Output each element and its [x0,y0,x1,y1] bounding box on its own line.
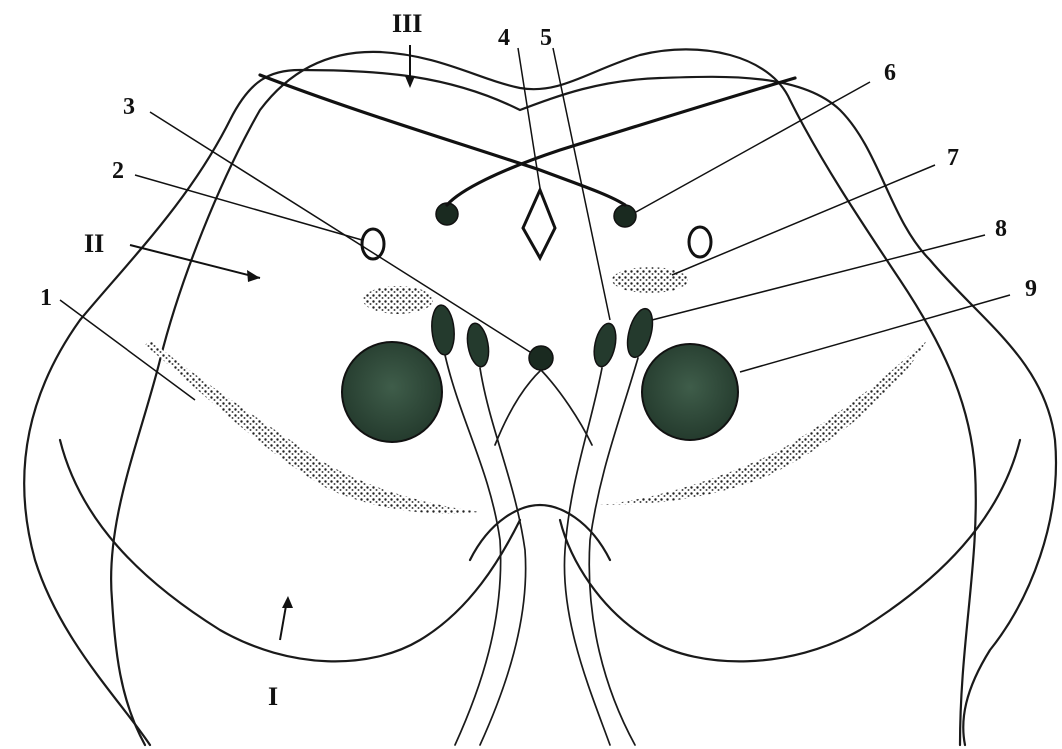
stippled-nucleus-left [363,286,433,314]
solid-nucleus-right [614,205,636,227]
arrow-I [280,596,293,640]
leader-6 [636,82,870,212]
hollow-nucleus-left [362,229,384,259]
label-9: 9 [1025,276,1037,302]
leader-1 [60,300,195,400]
fibre-left-outer [445,355,501,745]
label-5: 5 [540,25,552,51]
fibre-left-inner [480,368,526,745]
fibre-midline-right [541,370,592,445]
red-nucleus-left [342,342,442,442]
fibre-right-outer [589,358,638,745]
label-4: 4 [498,25,510,51]
fibre-midline-left [495,370,541,445]
oval-nucleus-left-outer [430,304,456,356]
oval-nucleus-right-inner [591,321,620,368]
label-roman-II: II [84,229,104,258]
label-2: 2 [112,158,124,184]
label-8: 8 [995,216,1007,242]
midline-nucleus [529,346,553,370]
label-3: 3 [123,94,135,120]
substantia-nigra-right [600,335,930,505]
fibre-right-inner [564,368,610,745]
basis-right-contour [560,440,1020,661]
leader-9 [740,295,1010,372]
oval-nucleus-right-outer [623,306,657,360]
label-6: 6 [884,60,896,86]
crossing-tract-left [260,75,625,205]
hollow-nucleus-right [689,227,711,257]
cerebral-aqueduct [523,190,555,258]
arrow-III [405,45,415,88]
label-7: 7 [947,145,959,171]
basis-left-contour [60,440,520,661]
oval-nucleus-left-inner [464,322,491,369]
label-roman-III: III [392,9,422,38]
label-roman-I: I [268,682,278,711]
red-nucleus-right [642,344,738,440]
crossing-tract-right [447,78,795,205]
leader-2 [135,175,362,240]
label-1: 1 [40,285,52,311]
stippled-nucleus-right [612,267,688,293]
